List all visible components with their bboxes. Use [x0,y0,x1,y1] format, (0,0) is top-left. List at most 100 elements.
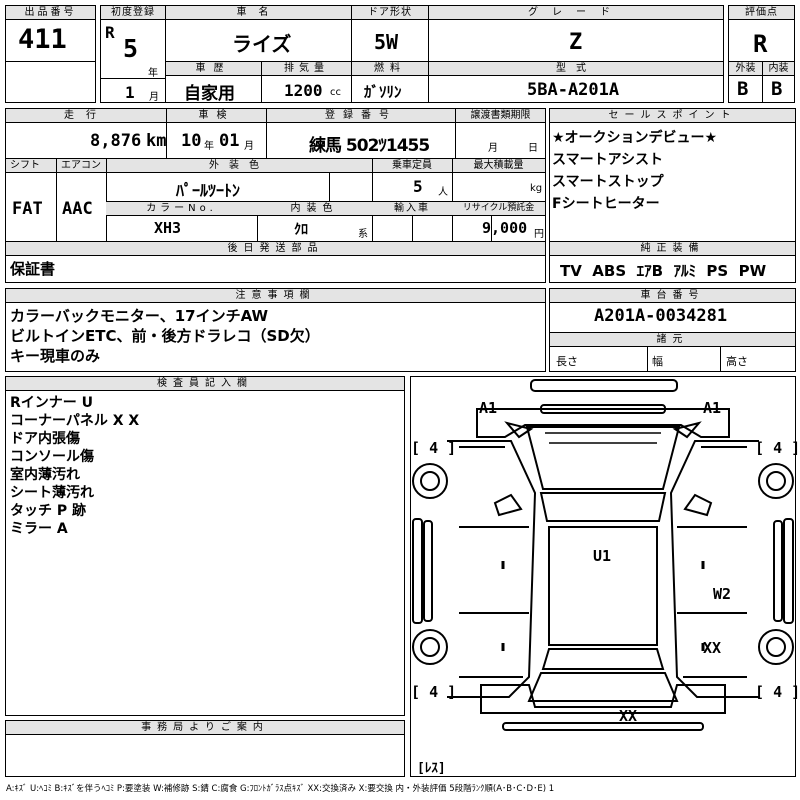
notes-label: 注意事項欄 [6,289,545,303]
interior-color-suffix: 系 [358,229,368,240]
int-score-value: B [771,78,783,100]
chassis-cell: 車台番号 A201A-0034281 諸元 長さ 幅 高さ [549,288,796,372]
recycle-label: リサイクル預託金 [452,201,545,216]
inspector-line: ミラー A [10,521,68,537]
inspector-cell: 検査員記入欄 Rインナー U コーナーパネル X X ドア内張傷 コンソール傷 … [5,376,405,716]
doors-label: ドア形状 [352,6,428,20]
divider [491,215,492,241]
car-name-value: ライズ [232,32,292,56]
divider [720,346,721,371]
divider [412,215,413,241]
recycle-unit: 円 [534,229,544,240]
import-label: 輸入車 [372,201,452,216]
dimensions-height: 高さ [726,355,748,368]
lot-number-cell: 出品番号 411 [5,5,96,62]
inspector-line: シート薄汚れ [10,485,94,501]
notes-line: カラーバックモニター、17インチAW [10,307,269,325]
divider [452,159,453,241]
fuel-value: ｶﾞｿﾘﾝ [364,83,402,101]
registration-cell: 登録番号 練馬 502ﾂ1455 [266,108,456,159]
office-label: 事務局よりご案内 [6,721,404,735]
registration-value: 練馬 502ﾂ1455 [309,136,430,156]
sales-points-cell: セールスポイント ★オークションデビュー★ スマートアシスト スマートストップ … [549,108,796,242]
score-value: R [753,30,768,58]
capacity-value: 5 [413,177,423,196]
chassis-label: 車台番号 [550,289,795,303]
mark-right-rear-door: W2 [713,585,732,603]
divider [647,346,648,371]
interior-color-value: ｸﾛ [294,222,308,238]
divider [372,159,373,241]
inspector-line: ドア内張傷 [10,431,80,447]
first-registration-label: 初度登録 [101,6,165,20]
first-registration-year: 5 [123,34,139,63]
office-cell: 事務局よりご案内 [5,720,405,777]
inspector-line: Rインナー U [10,395,94,411]
displacement-unit: cc [330,87,341,98]
max-load-unit: kg [530,183,543,194]
car-name-label: 車名 [166,6,351,20]
exterior-color-value: ﾊﾟｰﾙﾂｰﾄﾝ [176,181,241,200]
recycle-value: 9,000 [482,219,528,237]
notes-line: ビルトインETC、前・後方ドラレコ（SD欠） [10,327,320,345]
mark-roof: U1 [593,547,612,565]
first-registration-cell: 初度登録 R 5 年 1 月 [100,5,166,103]
inspector-line: コーナーパネル X X [10,413,140,429]
first-registration-month-unit: 月 [149,92,159,103]
color-no-label: カラーNo. [106,201,257,216]
aircon-label: エアコン [56,159,106,173]
ext-score-value: B [737,78,749,100]
score-label: 評価点 [729,6,794,20]
later-items-label: 後日発送部品 [6,242,545,256]
model-label: 型式 [429,62,723,76]
equipment-value: TV ABS ｴｱB ｱﾙﾐ PS PW [560,262,767,280]
inspection-year-unit: 年 [204,141,214,152]
mileage-value: 8,876 [90,131,142,151]
displacement-label: 排気量 [262,62,351,76]
ext-score-label: 外装 [729,62,762,76]
dimensions-width: 幅 [652,355,663,368]
inspection-year: 10 [181,131,202,151]
lot-number-value: 411 [18,24,67,55]
sales-points-label: セールスポイント [550,109,795,123]
aircon-value: AAC [62,199,93,219]
lot-number-label: 出品番号 [6,6,95,20]
history-value: 自家用 [184,84,235,104]
equipment-label: 純正装備 [550,242,795,256]
max-load-label: 最大積載量 [452,159,545,173]
equipment-cell: 純正装備 TV ABS ｴｱB ｱﾙﾐ PS PW [549,241,796,283]
tire-front-right: [ 4 ] [755,439,800,457]
inspection-month-unit: 月 [244,141,254,152]
transfer-day-unit: 日 [528,143,538,154]
model-cell: 型式 5BA-A201A [428,61,724,103]
inspection-label: 車検 [167,109,266,123]
transfer-label: 譲渡書類期限 [456,109,545,123]
mileage-unit: km [146,131,167,151]
sales-point-item: スマートストップ [552,174,664,190]
divider [106,159,107,241]
score-cell: 評価点 R [728,5,795,62]
first-registration-year-unit: 年 [148,68,158,79]
car-diagram: A1 A1 U1 W2 XX XX [ 4 ] [ 4 ] [ 4 ] [ 4 … [410,376,800,777]
spare-tire: [ﾚｽ] [417,761,446,776]
transfer-cell: 譲渡書類期限 月 日 [455,108,546,159]
inspection-month: 01 [219,131,240,151]
capacity-label: 乗車定員 [372,159,452,173]
displacement-cell: 排気量 1200 cc [261,61,352,103]
ext-score-cell: 外装 B [728,61,763,103]
inspector-label: 検査員記入欄 [6,377,404,391]
mileage-label: 走行 [6,109,166,123]
mark-front-left: A1 [479,399,498,417]
notes-line: キー現車のみ [10,347,101,365]
inspector-line: 室内薄汚れ [10,467,80,483]
transfer-month-unit: 月 [488,143,498,154]
lot-blank-cell [5,61,96,103]
color-no-value: XH3 [154,219,182,237]
tire-rear-right: [ 4 ] [755,683,800,701]
int-score-label: 内装 [763,62,794,76]
doors-value: 5W [374,30,399,54]
displacement-value: 1200 [284,81,323,100]
registration-label: 登録番号 [267,109,455,123]
divider [56,159,57,241]
sales-point-item: Fシートヒーター [552,196,660,212]
